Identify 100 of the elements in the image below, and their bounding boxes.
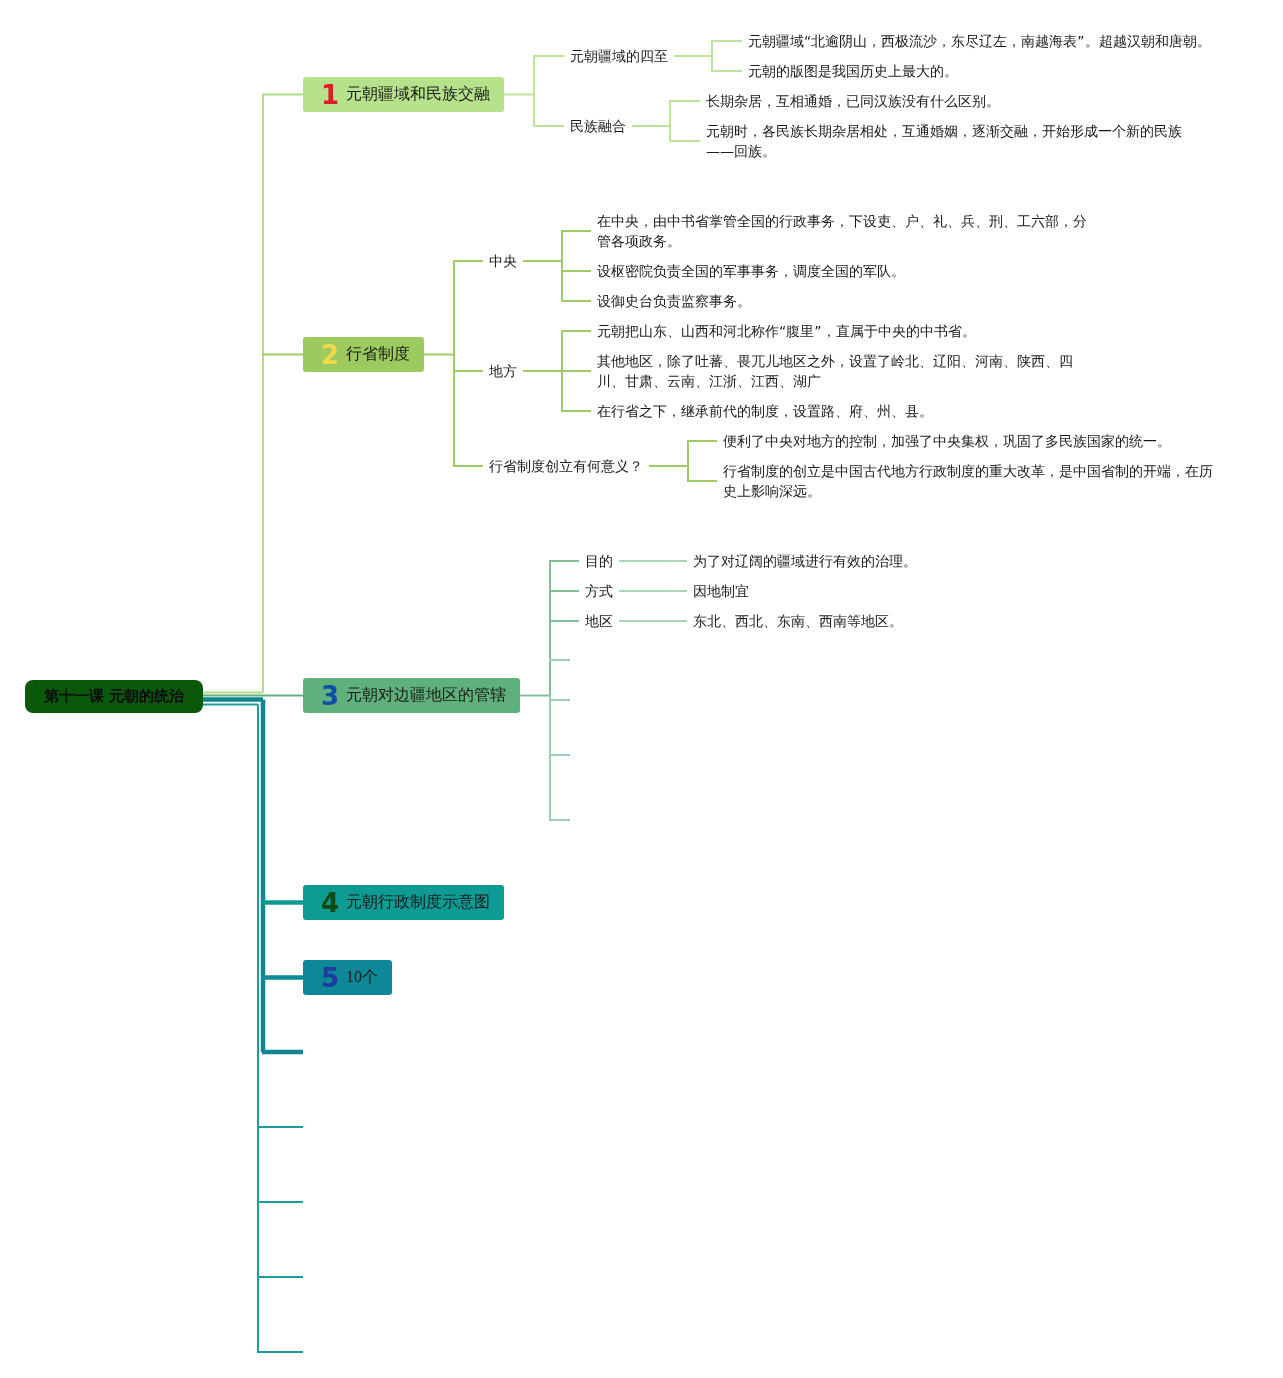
branch-line [257,1201,259,1278]
priority-number: 2 [321,341,340,368]
branch-line [519,694,551,697]
note-text: 元朝的版图是我国历史上最大的。 [742,61,964,81]
note-text: 长期杂居，互相通婚，已同汉族没有什么区别。 [700,91,1006,111]
subtopic-label: 目的 [579,551,619,571]
branch-line [560,300,592,302]
branch-line [561,230,563,262]
branch-line [533,93,535,127]
branch-line [669,100,671,127]
priority-number: 5 [321,964,340,991]
topic-title: 10个 [346,967,379,987]
priority-number: 4 [321,889,340,916]
branch-line [261,353,304,356]
branch-line [548,560,580,562]
branch-line [548,819,571,821]
branch-line [549,699,551,756]
note-text: 因地制宜 [687,581,755,601]
branch-line [560,270,592,272]
branch-line [256,1276,304,1278]
branch-line [673,55,713,57]
central-topic: 第十一课 元朝的统治 [25,680,203,713]
branch-line [561,370,563,412]
note-text: 元朝疆域“北逾阴山，西极流沙，东尽辽左，南越海表”。超越汉朝和唐朝。 [742,31,1217,51]
branch-line [202,691,264,694]
branch-line [561,270,563,302]
branch-line [560,330,592,332]
subtopic-label: 民族融合 [564,116,632,136]
subtopic-label: 元朝疆域的四至 [564,46,674,66]
branch-line [262,1049,303,1055]
branch-line [687,440,689,467]
branch-line [618,620,688,622]
note-text: 元朝把山东、山西和河北称作“腹里”，直属于中央的中书省。 [591,321,982,341]
note-text: 设御史台负责监察事务。 [591,291,757,311]
branch-line [262,93,264,356]
note-text: 行省制度的创立是中国古代地方行政制度的重大改革，是中国省制的开端，在历史上影响深远。 [717,461,1223,501]
branch-line [548,699,571,701]
branch-line [560,410,592,412]
branch-line [548,620,580,622]
branch-line [648,465,689,467]
branch-line [257,1276,259,1353]
topic-title: 行省制度 [346,344,411,365]
note-text: 为了对辽阔的疆域进行有效的治理。 [687,551,923,571]
topic-box [303,885,504,920]
branch-line [560,230,592,232]
topic-title: 元朝行政制度示意图 [346,892,491,913]
branch-line [618,560,688,562]
branch-line [668,140,701,142]
branch-line [260,699,266,903]
branch-line [453,370,455,467]
branch-line [686,440,718,442]
topic-box [303,678,520,713]
branch-line [710,70,743,72]
subtopic-label: 方式 [579,581,619,601]
priority-number: 3 [321,682,340,709]
branch-line [203,697,263,702]
branch-line [618,590,688,592]
branch-line [257,703,259,1128]
branch-line [262,900,303,905]
branch-line [532,125,565,127]
branch-line [256,1201,304,1203]
branch-line [256,1126,304,1128]
subtopic-label: 地方 [483,361,523,381]
topic-box [303,77,504,112]
branch-line [202,694,304,697]
branch-line [561,260,563,272]
branch-line [549,659,551,697]
branch-line [261,93,304,96]
branch-line [260,902,266,978]
branch-line [423,353,455,356]
branch-line [522,370,563,372]
topic-box [303,337,424,372]
note-text: 东北、西北、东南、西南等地区。 [687,611,909,631]
branch-line [202,703,259,706]
branch-line [453,260,455,356]
branch-line [710,40,743,42]
branch-line [549,620,551,661]
subtopic-label: 地区 [579,611,619,631]
branch-line [260,977,266,1052]
branch-line [548,754,571,756]
branch-line [549,694,551,701]
branch-line [257,1126,259,1203]
branch-line [452,260,484,262]
branch-line [549,754,551,821]
branch-line [561,330,563,372]
branch-line [549,590,551,622]
branch-line [533,55,535,96]
branch-line [256,1351,304,1353]
branch-line [711,55,713,72]
branch-line [503,93,535,96]
subtopic-label: 行省制度创立有何意义？ [483,456,649,476]
note-text: 设枢密院负责全国的军事事务，调度全国的军队。 [591,261,911,281]
note-text: 元朝时，各民族长期杂居相处，互通婚姻，逐渐交融，开始形成一个新的民族——回族。 [700,121,1194,161]
branch-line [711,40,713,57]
branch-line [453,353,455,372]
branch-line [452,465,484,467]
branch-line [669,125,671,142]
branch-line [548,590,580,592]
branch-line [452,370,484,372]
branch-line [687,465,689,482]
